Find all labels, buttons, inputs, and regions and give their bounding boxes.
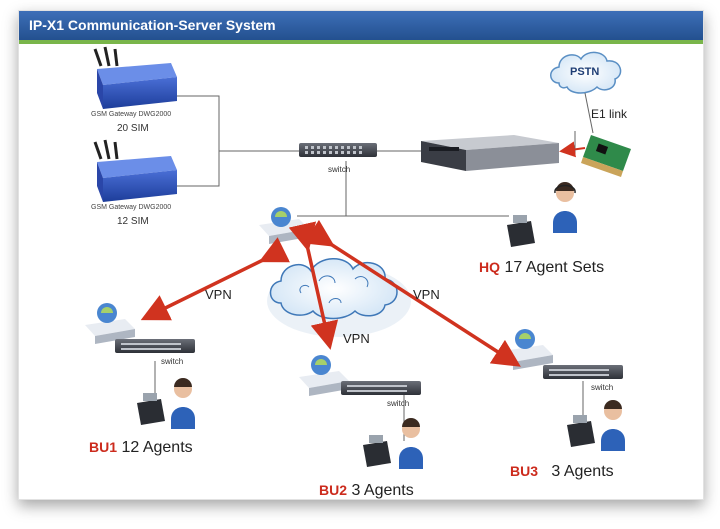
bu3-switch-label: switch <box>591 383 614 392</box>
gateway-1-model: GSM Gateway DWG2000 <box>91 111 172 118</box>
site-bu1-desc: 12 Agents <box>121 439 193 456</box>
gateway-1-sims: 20 SIM <box>117 123 149 134</box>
page-title: IP-X1 Communication-Server System <box>29 17 276 33</box>
site-bu3-desc: 3 Agents <box>551 463 614 480</box>
e1-card <box>581 135 631 177</box>
router-bu3 <box>503 329 553 370</box>
bu1-switch-label: switch <box>161 357 184 366</box>
core-switch <box>299 143 377 157</box>
router-hq <box>259 207 309 244</box>
site-bu1: BU1 12 Agents <box>89 439 193 457</box>
site-bu1-code: BU1 <box>89 439 118 455</box>
title-bar: IP-X1 Communication-Server System <box>19 11 703 40</box>
site-hq-desc: 17 Agent Sets <box>504 259 605 276</box>
site-bu2-code: BU2 <box>319 482 348 498</box>
site-bu3-code: BU3 <box>510 463 539 479</box>
site-hq: HQ 17 Agent Sets <box>479 259 604 277</box>
vpn-label-bu1: VPN <box>205 287 232 302</box>
switch-bu3 <box>543 365 623 379</box>
pbx-server <box>421 135 559 171</box>
pstn-cloud <box>550 51 622 94</box>
internet-cloud <box>267 258 411 337</box>
diagram-frame: IP-X1 Communication-Server System <box>18 10 704 500</box>
agent-bu2 <box>363 418 423 469</box>
core-switch-label: switch <box>328 165 351 174</box>
agent-bu1 <box>137 378 195 429</box>
network-diagram <box>85 46 631 469</box>
router-bu1 <box>85 303 135 344</box>
switch-bu1 <box>115 339 195 353</box>
gsm-gateway-2 <box>93 139 177 202</box>
agent-bu3 <box>567 400 625 451</box>
vpn-label-bu3: VPN <box>413 287 440 302</box>
pstn-label: PSTN <box>570 66 600 78</box>
bu2-switch-label: switch <box>387 399 410 408</box>
site-bu2-desc: 3 Agents <box>351 482 414 499</box>
switch-bu2 <box>341 381 421 395</box>
e1-link-label: E1 link <box>591 107 628 121</box>
vpn-links <box>140 219 521 367</box>
agent-hq <box>507 182 577 247</box>
gateway-2-model: GSM Gateway DWG2000 <box>91 204 172 211</box>
title-underline <box>19 40 703 44</box>
vpn-label-bu2: VPN <box>343 331 370 346</box>
site-bu2: BU2 3 Agents <box>319 482 414 500</box>
gsm-gateway-1 <box>93 46 177 109</box>
site-bu3: BU3 3 Agents <box>510 463 614 481</box>
gateway-2-sims: 12 SIM <box>117 216 149 227</box>
site-hq-code: HQ <box>479 259 500 275</box>
